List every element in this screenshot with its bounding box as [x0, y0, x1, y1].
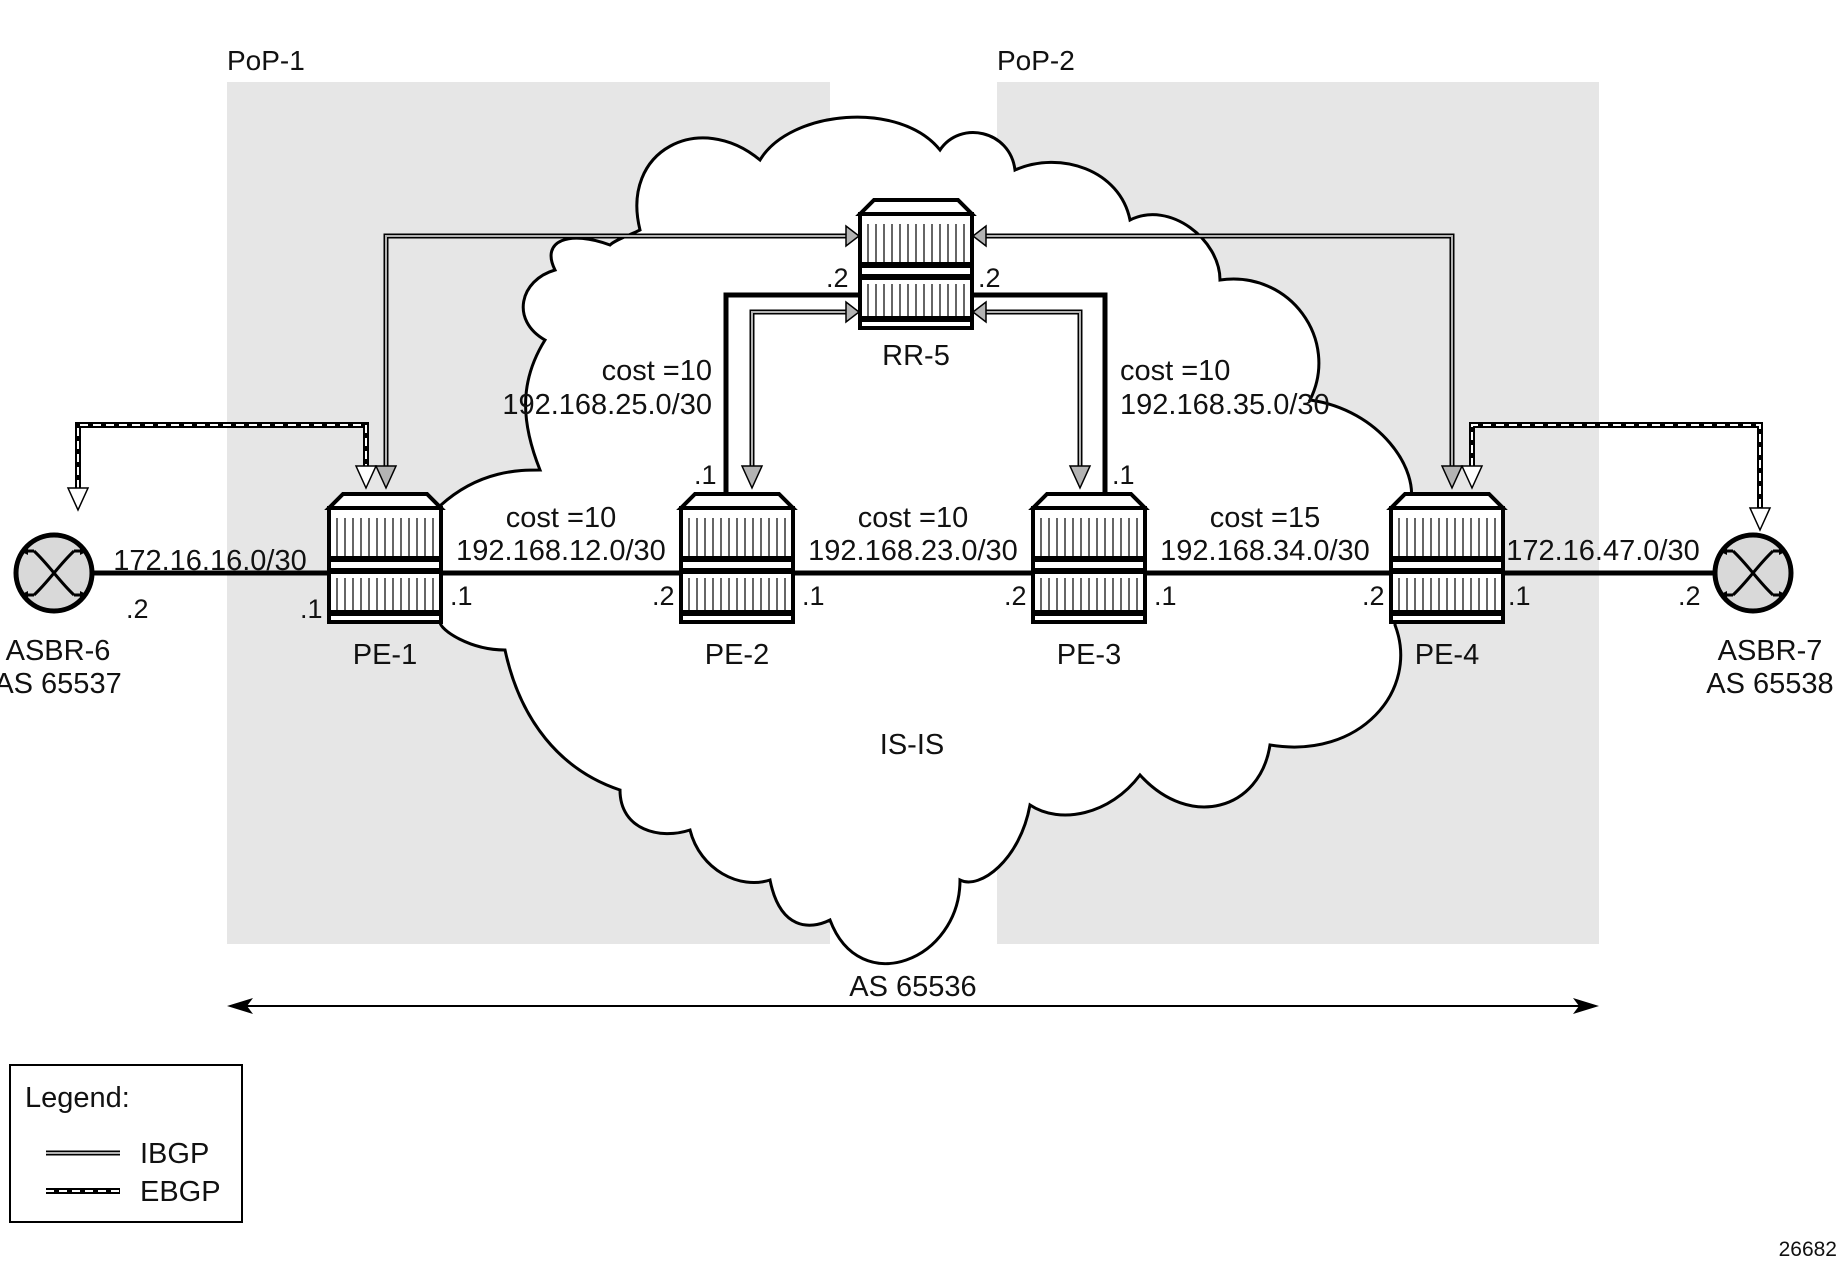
- cost-pe3-pe4: cost =15: [1210, 502, 1320, 534]
- subnet-pe2-pe3: 192.168.23.0/30: [808, 535, 1018, 567]
- if-pe2-west: .2: [652, 581, 675, 611]
- subnet-pe2-rr5: 192.168.25.0/30: [502, 389, 712, 421]
- node-as-asbr6: AS 65537: [0, 668, 122, 700]
- if-pe3-west: .2: [1004, 581, 1027, 611]
- node-as-asbr7: AS 65538: [1706, 668, 1833, 700]
- link-pe2-rr5: [723, 292, 860, 494]
- switch-router-icon-asbr7[interactable]: [1715, 535, 1791, 611]
- if-rr5-west: .2: [826, 263, 849, 293]
- cost-pe2-pe3: cost =10: [858, 502, 968, 534]
- node-label-pe1: PE-1: [353, 639, 417, 671]
- if-pe4-west: .2: [1362, 581, 1385, 611]
- router-icon-pe1[interactable]: [327, 492, 443, 624]
- subnet-pe4-asbr7: 172.16.47.0/30: [1506, 535, 1700, 567]
- node-label-pe4: PE-4: [1415, 639, 1479, 671]
- physical-links: [92, 292, 1715, 576]
- subnet-pe3-pe4: 192.168.34.0/30: [1160, 535, 1370, 567]
- switch-router-icon-asbr6[interactable]: [16, 535, 92, 611]
- legend-ibgp-label: IBGP: [140, 1138, 209, 1170]
- cost-pe2-rr5: cost =10: [602, 355, 712, 387]
- node-label-pe3: PE-3: [1057, 639, 1121, 671]
- ibgp-sessions: [374, 224, 1464, 490]
- node-label-asbr6: ASBR-6: [6, 635, 111, 667]
- cost-pe1-pe2: cost =10: [506, 502, 616, 534]
- subnet-pe1-pe2: 192.168.12.0/30: [456, 535, 666, 567]
- if-pe3-east: .1: [1154, 581, 1177, 611]
- node-label-pe2: PE-2: [705, 639, 769, 671]
- pop-2-label: PoP-2: [997, 45, 1075, 76]
- legend-title: Legend:: [25, 1082, 130, 1114]
- legend-ebgp-label: EBGP: [140, 1176, 221, 1208]
- link-pe3-rr5: [972, 292, 1108, 494]
- if-pe1-east: .1: [450, 581, 473, 611]
- node-label-asbr7: ASBR-7: [1718, 635, 1823, 667]
- router-icon-pe3[interactable]: [1031, 492, 1147, 624]
- cost-pe3-rr5: cost =10: [1120, 355, 1230, 387]
- subnet-asbr6-pe1: 172.16.16.0/30: [113, 545, 307, 577]
- if-pe2-north: .1: [694, 460, 717, 490]
- if-pe1-west: .1: [300, 594, 323, 624]
- router-icon-pe4[interactable]: [1389, 492, 1505, 624]
- as-span-label: AS 65536: [849, 971, 976, 1003]
- if-pe3-north: .1: [1112, 460, 1135, 490]
- if-asbr7: .2: [1678, 581, 1701, 611]
- ebgp-sessions: [66, 422, 1772, 532]
- node-label-rr5: RR-5: [882, 340, 950, 372]
- if-pe2-east: .1: [802, 581, 825, 611]
- as-span-arrow: [227, 998, 1599, 1014]
- router-icon-pe2[interactable]: [679, 492, 795, 624]
- if-asbr6: .2: [126, 594, 149, 624]
- router-icon-rr5[interactable]: [858, 198, 974, 330]
- subnet-pe3-rr5: 192.168.35.0/30: [1120, 389, 1330, 421]
- isis-cloud: [438, 115, 1413, 965]
- legend: Legend: IBGP EBGP: [9, 1064, 243, 1223]
- if-rr5-east: .2: [978, 263, 1001, 293]
- isis-label: IS-IS: [880, 729, 944, 761]
- pop-1-label: PoP-1: [227, 45, 305, 76]
- if-pe4-east: .1: [1508, 581, 1531, 611]
- figure-id: 26682: [1779, 1238, 1837, 1261]
